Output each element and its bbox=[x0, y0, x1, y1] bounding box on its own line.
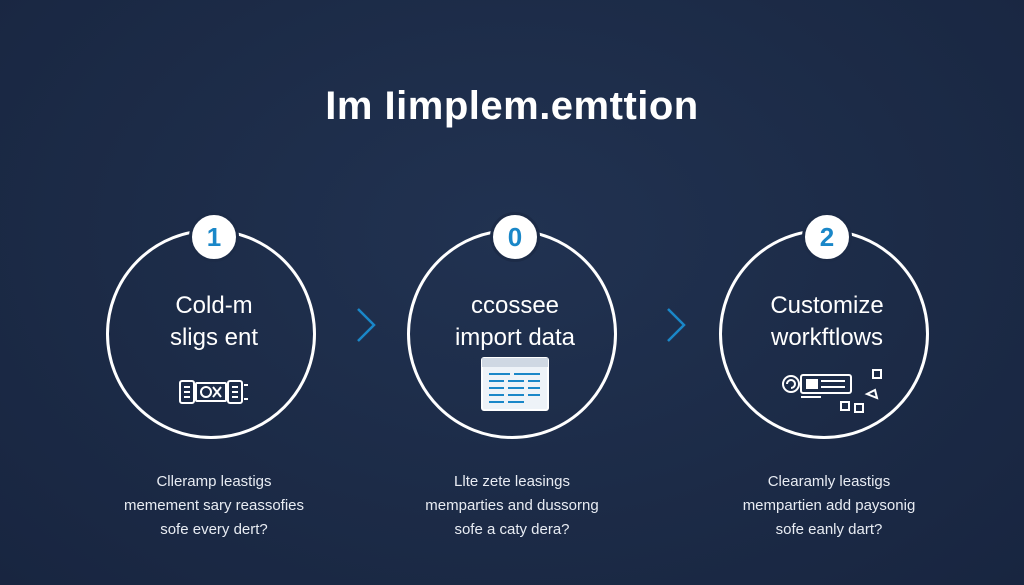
step-label-line: workftlows bbox=[770, 324, 884, 351]
description-line: Clearamly leastigs bbox=[767, 473, 891, 490]
step-label: ccossee import data bbox=[400, 290, 630, 354]
chevron-right-icon bbox=[357, 308, 376, 342]
step-number-badge: 0 bbox=[490, 212, 540, 262]
step-1: 1 Cold-m sligs ent bbox=[99, 212, 329, 452]
step-1-description: Clleramp leastigs memement sary reassofi… bbox=[64, 470, 364, 542]
chevron-right-icon bbox=[667, 308, 686, 342]
description-line: Clleramp leastigs bbox=[156, 473, 272, 490]
step-label-line: ccossee bbox=[470, 292, 560, 319]
workflow-icon bbox=[782, 369, 882, 413]
description-line: sofe eanly dart? bbox=[775, 521, 883, 538]
step-label-line: Cold-m bbox=[175, 292, 253, 319]
step-label-line: sligs ent bbox=[169, 324, 259, 351]
step-label: Customize workftlows bbox=[712, 290, 942, 354]
description-line: Llte zete leasings bbox=[454, 473, 570, 490]
spreadsheet-icon bbox=[481, 357, 549, 411]
hardware-icon bbox=[179, 380, 248, 404]
step-label: Cold-m sligs ent bbox=[99, 290, 329, 354]
description-line: sofe every dert? bbox=[160, 521, 268, 538]
description-line: memparties and dussorng bbox=[425, 497, 599, 514]
description-line: sofe a caty dera? bbox=[454, 521, 570, 538]
step-number-badge: 2 bbox=[802, 212, 852, 262]
step-3-description: Clearamly leastigs mempartien add payson… bbox=[679, 470, 979, 542]
description-line: memement sary reassofies bbox=[123, 497, 305, 514]
step-label-line: Customize bbox=[770, 292, 884, 319]
step-label-line: import data bbox=[454, 324, 576, 351]
step-2-description: Llte zete leasings memparties and dussor… bbox=[362, 470, 662, 542]
step-number-badge: 1 bbox=[189, 212, 239, 262]
step-3: 2 Customize workftlows bbox=[712, 212, 942, 452]
page-title: Im Iimplem.emttion bbox=[325, 84, 699, 128]
description-line: mempartien add paysonig bbox=[742, 497, 916, 514]
step-2: 0 ccossee import data bbox=[400, 212, 630, 452]
